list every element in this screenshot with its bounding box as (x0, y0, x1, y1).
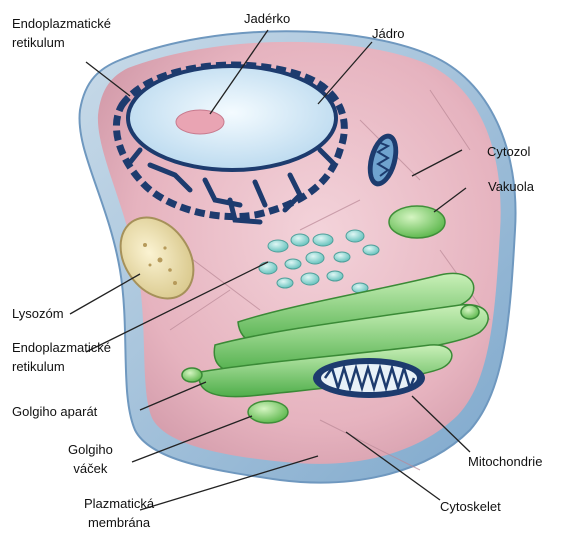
label-er-bottom-line2: retikulum (12, 357, 111, 376)
label-er-top: Endoplazmatické retikulum (12, 14, 111, 52)
mitochondrion-shape (313, 358, 425, 398)
nucleolus-shape (176, 110, 224, 134)
label-lysosome: Lysozóm (12, 304, 64, 323)
label-er-top-line1: Endoplazmatické (12, 14, 111, 33)
label-er-bottom: Endoplazmatické retikulum (12, 338, 111, 376)
label-vacuole: Vakuola (488, 177, 534, 196)
label-golgi-vesicle: Golgiho váček (68, 440, 113, 478)
label-golgi-apparatus: Golgiho aparát (12, 402, 97, 421)
label-cytosol: Cytozol (487, 142, 530, 161)
label-plasma-membrane-line1: Plazmatická (84, 494, 154, 513)
label-plasma-membrane: Plazmatická membrána (84, 494, 154, 532)
golgi-vesicle-shape (248, 401, 288, 423)
label-golgi-vesicle-line1: Golgiho (68, 440, 113, 459)
label-nucleus: Jádro (372, 24, 405, 43)
label-er-bottom-line1: Endoplazmatické (12, 338, 111, 357)
label-mitochondria: Mitochondrie (468, 452, 542, 471)
label-er-top-line2: retikulum (12, 33, 111, 52)
label-plasma-membrane-line2: membrána (84, 513, 154, 532)
label-nucleolus: Jadérko (244, 9, 290, 28)
label-cytoskeleton: Cytoskelet (440, 497, 501, 516)
label-golgi-vesicle-line2: váček (68, 459, 113, 478)
